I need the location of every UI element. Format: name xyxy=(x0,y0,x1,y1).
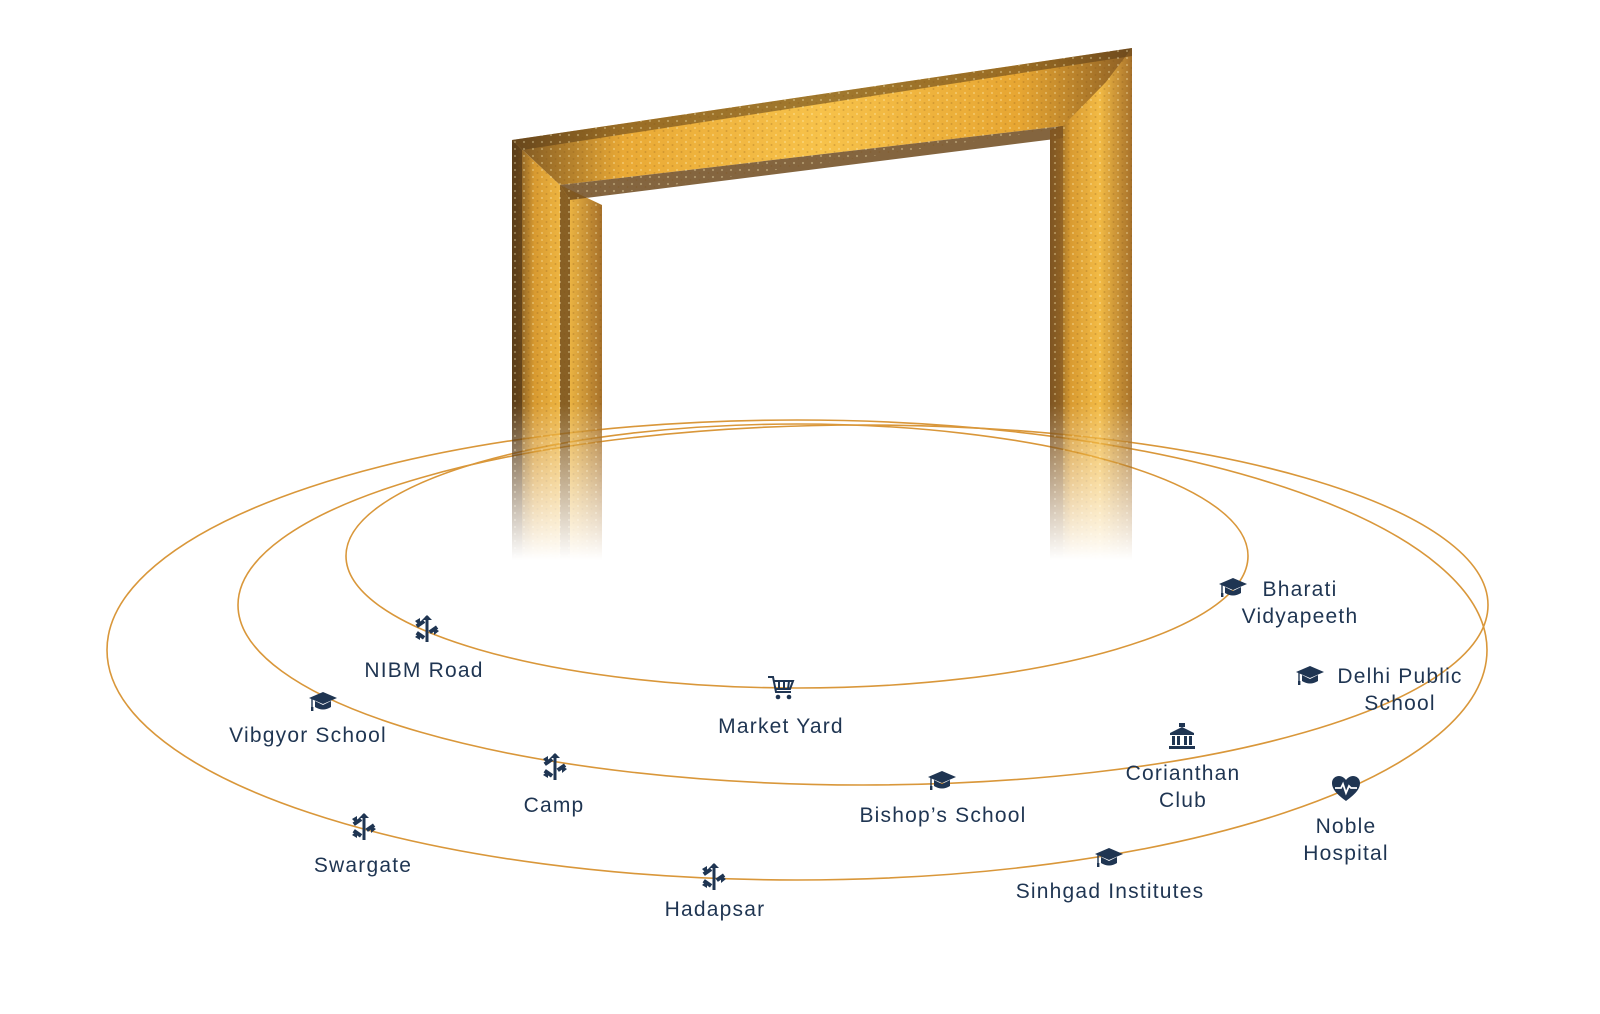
landmark-label-line: Bharati xyxy=(1262,578,1338,601)
landmark-label-bishops: Bishop’s School xyxy=(859,802,1026,829)
landmark-label-line: Vibgyor School xyxy=(229,724,387,747)
landmark-label-market-yard: Market Yard xyxy=(718,713,844,740)
crossroads-icon xyxy=(415,615,439,642)
graduation-cap-icon xyxy=(1219,578,1247,597)
landmark-label-swargate: Swargate xyxy=(314,852,412,879)
crossroads-icon xyxy=(352,813,376,840)
ring-inner xyxy=(345,423,1249,689)
landmark-label-line: Bishop’s School xyxy=(859,804,1027,827)
landmark-label-nibm: NIBM Road xyxy=(364,657,483,684)
landmark-label-line: Market Yard xyxy=(718,715,844,738)
heart-pulse-icon xyxy=(1332,776,1360,801)
ring-middle xyxy=(237,424,1489,786)
landmark-label-vibgyor: Vibgyor School xyxy=(229,722,387,749)
landmark-label-line: Club xyxy=(1158,789,1207,812)
landmark-label-line: Corianthan xyxy=(1125,762,1241,785)
landmark-label-line: Delhi Public xyxy=(1337,665,1463,688)
arch-frame xyxy=(512,48,1132,560)
landmark-label-camp: Camp xyxy=(524,792,585,819)
ring-outer xyxy=(106,419,1488,881)
landmark-label-line: NIBM Road xyxy=(364,659,484,682)
graduation-cap-icon xyxy=(928,771,956,790)
crossroads-icon xyxy=(543,753,567,780)
landmark-label-line: Noble xyxy=(1315,815,1377,838)
landmark-label-sinhgad: Sinhgad Institutes xyxy=(1016,878,1205,905)
landmark-label-line: Swargate xyxy=(313,854,413,877)
crossroads-icon xyxy=(702,863,726,890)
club-building-icon xyxy=(1169,723,1195,749)
landmark-label-line: School xyxy=(1364,692,1436,715)
landmark-label-hadapsar: Hadapsar xyxy=(665,896,766,923)
graduation-cap-icon xyxy=(1296,666,1324,685)
graduation-cap-icon xyxy=(1095,848,1123,867)
landmark-label-line: Vidyapeeth xyxy=(1241,605,1359,628)
landmark-label-line: Hadapsar xyxy=(664,898,766,921)
graduation-cap-icon xyxy=(309,692,337,711)
landmark-label-line: Hospital xyxy=(1303,842,1389,865)
landmark-label-line: Sinhgad Institutes xyxy=(1015,880,1205,903)
landmark-label-line: Camp xyxy=(523,794,585,817)
shopping-cart-icon xyxy=(768,676,795,700)
